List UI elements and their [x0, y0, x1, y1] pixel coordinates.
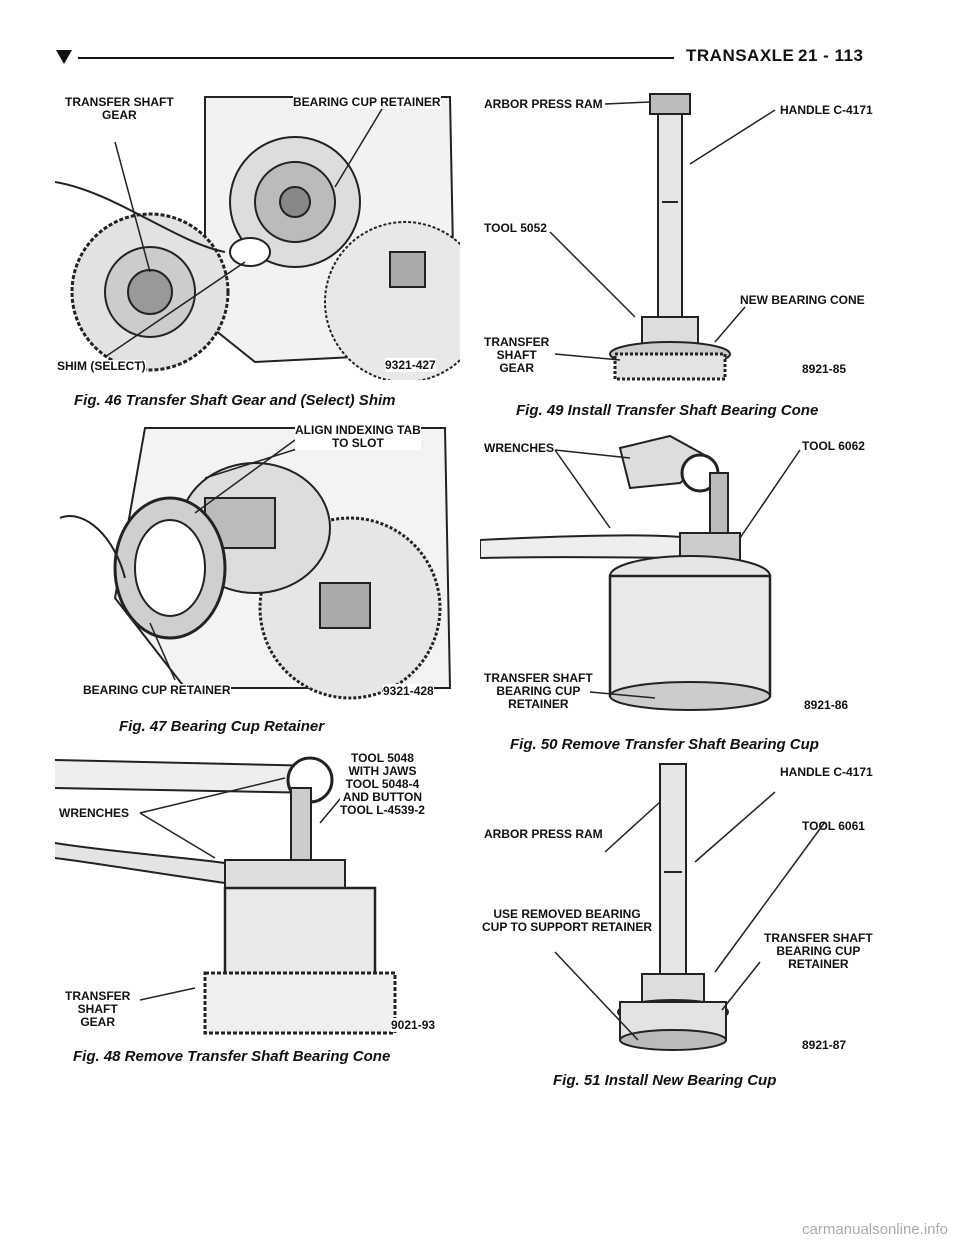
figure-47: ALIGN INDEXING TAB TO SLOT BEARING CUP R… [55, 418, 460, 703]
label-tool-6062: TOOL 6062 [802, 439, 865, 453]
figure-50: WRENCHES TOOL 6062 TRANSFER SHAFT BEARIN… [480, 428, 900, 720]
section-title: TRANSAXLE [686, 46, 795, 65]
caption-fig-49: Fig. 49 Install Transfer Shaft Bearing C… [516, 402, 819, 419]
label-bearing-cup-retainer: BEARING CUP RETAINER [83, 683, 231, 697]
label-handle-c4171: HANDLE C-4171 [780, 765, 873, 779]
label-new-bearing-cone: NEW BEARING CONE [740, 293, 865, 307]
label-wrenches: WRENCHES [484, 441, 555, 455]
label-bearing-cup-retainer: BEARING CUP RETAINER [293, 95, 441, 109]
page-number: 21 - 113 [798, 46, 864, 65]
label-transfer-shaft-bearing-cup-retainer: TRANSFER SHAFT BEARING CUP RETAINER [764, 931, 873, 971]
figure-code: 8921-85 [802, 362, 847, 376]
label-tool-5048: TOOL 5048 WITH JAWS TOOL 5048-4 AND BUTT… [340, 751, 425, 817]
figure-49: ARBOR PRESS RAM HANDLE C-4171 TOOL 5052 … [480, 92, 900, 384]
figure-code: 9321-428 [383, 684, 434, 698]
caption-fig-47: Fig. 47 Bearing Cup Retainer [119, 718, 325, 735]
figure-46-illustration [55, 96, 460, 380]
figure-48: TOOL 5048 WITH JAWS TOOL 5048-4 AND BUTT… [55, 748, 460, 1040]
label-arbor-press-ram: ARBOR PRESS RAM [484, 827, 603, 841]
label-handle-c4171: HANDLE C-4171 [780, 103, 873, 117]
figure-51: HANDLE C-4171 ARBOR PRESS RAM TOOL 6061 … [480, 762, 900, 1058]
label-transfer-shaft-bearing-cup-retainer: TRANSFER SHAFT BEARING CUP RETAINER [484, 671, 593, 711]
label-transfer-shaft-gear: TRANSFER SHAFT GEAR [65, 95, 174, 122]
label-align-indexing-tab: ALIGN INDEXING TAB TO SLOT [295, 423, 421, 450]
figure-51-illustration [554, 763, 826, 1051]
label-transfer-shaft-gear: TRANSFER SHAFT GEAR [484, 335, 550, 375]
figure-47-illustration [59, 427, 452, 700]
figure-50-illustration [480, 434, 801, 711]
figure-49-illustration [549, 93, 776, 381]
label-tool-5052: TOOL 5052 [484, 221, 547, 235]
header-triangle-icon [56, 50, 72, 64]
label-use-removed-bearing-cup: USE REMOVED BEARING CUP TO SUPPORT RETAI… [482, 907, 653, 934]
figure-code: 9321-427 [385, 358, 436, 372]
caption-fig-50: Fig. 50 Remove Transfer Shaft Bearing Cu… [510, 736, 819, 753]
header-rule [78, 57, 674, 59]
watermark: carmanualsonline.info [802, 1221, 948, 1238]
label-shim-select: SHIM (SELECT) [57, 359, 146, 373]
caption-fig-46: Fig. 46 Transfer Shaft Gear and (Select)… [74, 392, 396, 409]
label-arbor-press-ram: ARBOR PRESS RAM [484, 97, 603, 111]
figure-code: 8921-86 [804, 698, 849, 712]
figure-code: 9021-93 [391, 1018, 436, 1032]
caption-fig-48: Fig. 48 Remove Transfer Shaft Bearing Co… [73, 1048, 391, 1065]
label-transfer-shaft-gear: TRANSFER SHAFT GEAR [65, 989, 131, 1029]
figure-code: 8921-87 [802, 1038, 847, 1052]
label-tool-6061: TOOL 6061 [802, 819, 865, 833]
label-wrenches: WRENCHES [59, 806, 130, 820]
caption-fig-51: Fig. 51 Install New Bearing Cup [553, 1072, 777, 1089]
figure-46: TRANSFER SHAFT GEAR BEARING CUP RETAINER… [55, 92, 460, 380]
figure-48-illustration [55, 756, 397, 1035]
